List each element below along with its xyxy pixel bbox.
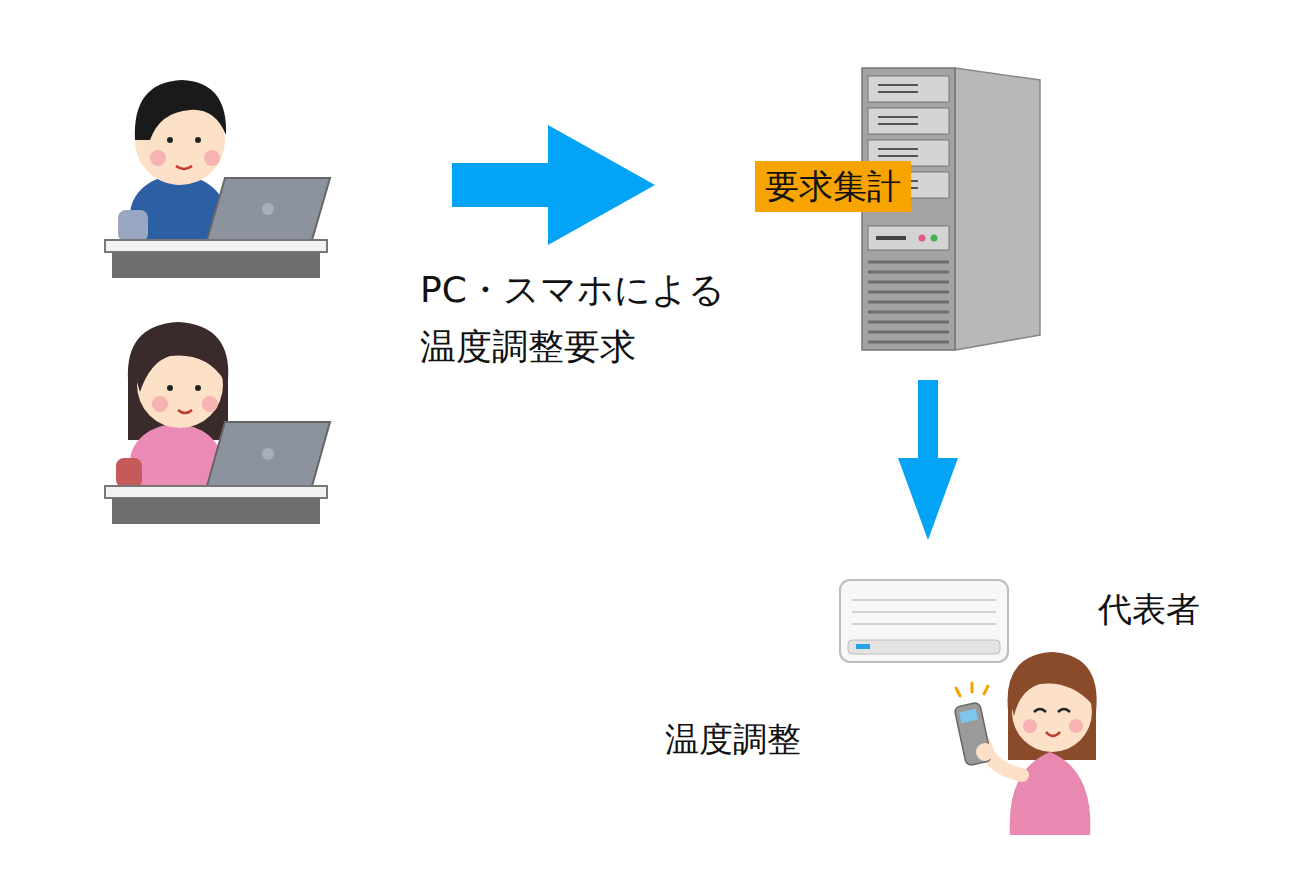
woman-hair-back	[128, 322, 228, 440]
desk-top	[105, 486, 327, 498]
representative	[954, 652, 1097, 835]
eye	[195, 385, 201, 391]
drive-bay	[868, 108, 949, 134]
ac-louver	[848, 640, 1000, 654]
eye	[195, 137, 201, 143]
rep-hand	[976, 743, 994, 761]
control-panel	[868, 226, 949, 250]
woman-at-laptop	[105, 322, 330, 524]
ac-body	[840, 580, 1008, 662]
cheek	[150, 150, 166, 166]
desk-top	[105, 240, 327, 252]
man-hair	[135, 80, 226, 140]
cheek	[1023, 719, 1037, 733]
remote-screen	[959, 709, 978, 723]
rep-body	[1010, 752, 1091, 835]
desk-front	[112, 498, 320, 524]
flow-arrow	[898, 380, 958, 540]
laptop-logo	[262, 448, 274, 460]
cheek	[204, 150, 220, 166]
chair	[116, 458, 142, 488]
signal-ticks	[956, 683, 988, 696]
cheek	[152, 396, 168, 412]
tag-box: 要求集計	[755, 161, 911, 212]
eye	[167, 137, 173, 143]
mouth	[178, 410, 192, 413]
request-label: PC・スマホによる 温度調整要求	[420, 262, 780, 376]
tag-text: 要求集計	[765, 165, 901, 208]
cheek	[202, 396, 218, 412]
server-side	[955, 68, 1040, 350]
closed-eyes	[1034, 709, 1070, 712]
role-label: 代表者	[1098, 588, 1200, 631]
ac-indicator	[856, 644, 870, 649]
rep-hair-back	[1008, 652, 1097, 760]
air-conditioner	[840, 580, 1008, 662]
rep-hair	[1012, 664, 1092, 716]
eye	[167, 385, 173, 391]
mouth	[1046, 732, 1060, 736]
led	[931, 235, 938, 242]
ac-lines	[852, 600, 996, 624]
action-label: 温度調整	[665, 718, 801, 761]
chair	[118, 210, 148, 242]
flow-arrow	[452, 125, 655, 245]
laptop	[207, 178, 330, 240]
slot	[876, 236, 906, 240]
mouth	[176, 166, 192, 169]
laptop-logo	[262, 203, 274, 215]
laptop	[207, 422, 330, 486]
led	[919, 235, 926, 242]
man-at-laptop	[105, 80, 330, 278]
vents	[868, 262, 949, 342]
cheek	[1069, 719, 1083, 733]
desk-front	[112, 252, 320, 278]
woman-hair	[137, 335, 224, 392]
drive-bay	[868, 76, 949, 102]
